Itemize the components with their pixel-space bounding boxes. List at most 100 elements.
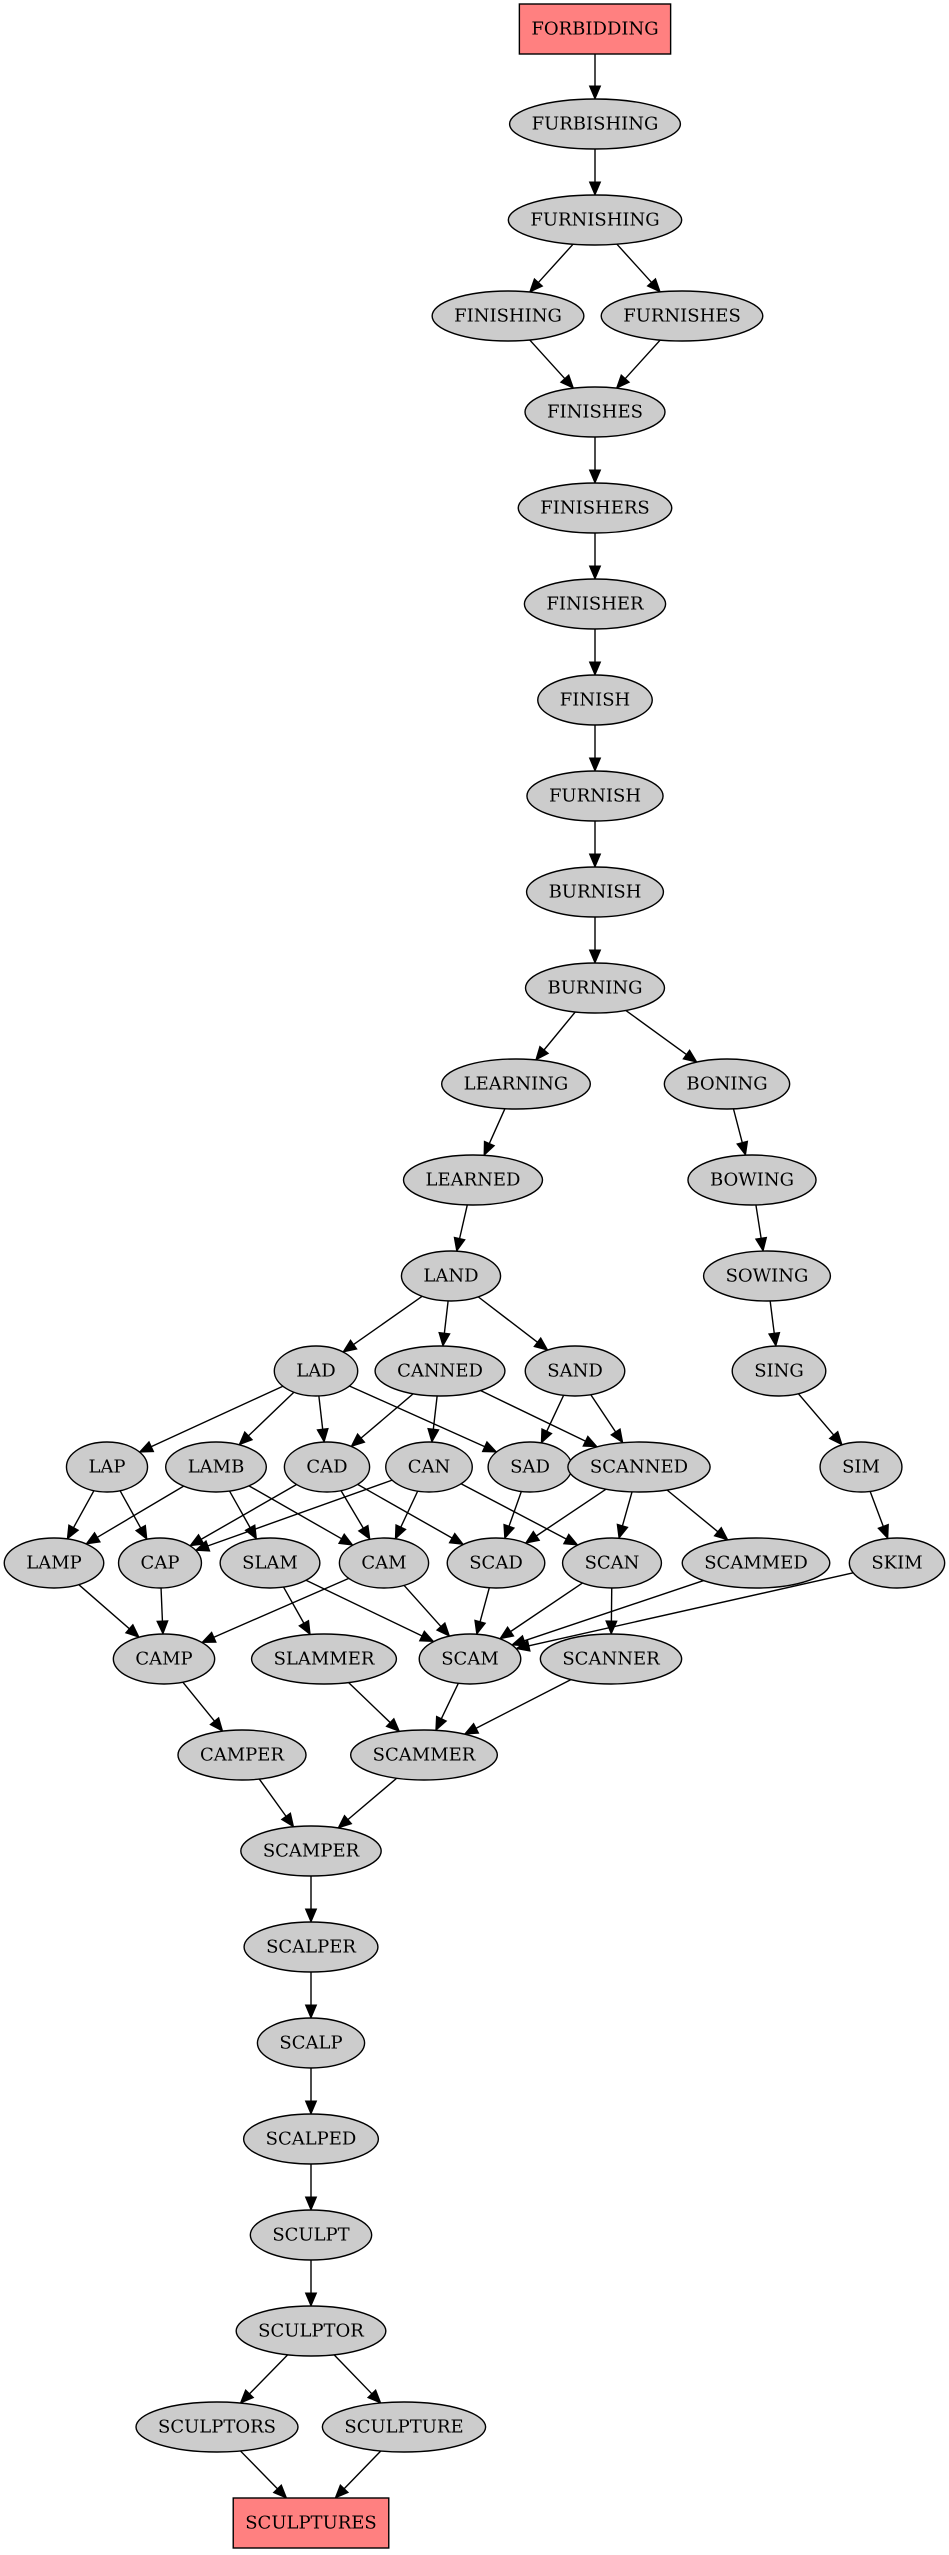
arrowhead-icon [427,1427,440,1444]
edge-forbidding-to-furbishing [588,54,602,101]
node-burnish: BURNISH [525,866,665,918]
node-label: CAMP [135,1649,192,1670]
edge-furbishing-to-furnishing [588,149,602,197]
arrowhead-icon [615,374,631,390]
node-finishers: FINISHERS [517,482,673,534]
edge-cad-to-cap [188,1483,297,1547]
edge-line [537,243,574,283]
node-scanner: SCANNER [539,1633,683,1685]
edge-line [546,1395,565,1432]
edge-furnish-to-burnish [588,821,602,869]
node-sculpture: SCULPTURE [321,2401,487,2453]
node-furnishes: FURNISHES [600,290,764,342]
node-ellipse [687,1154,817,1206]
edge-lamb-to-slam [228,1490,258,1541]
node-ellipse [524,962,666,1014]
edge-line [349,1385,485,1448]
edge-lad-to-cad [316,1395,329,1444]
edge-line [200,1483,297,1540]
edge-cad-to-scad [357,1483,465,1546]
edge-scanned-to-scad [524,1488,607,1544]
edge-line [432,1395,438,1430]
edge-sculptor-to-sculpture [333,2354,382,2404]
node-label: LAMP [26,1553,82,1574]
arrowhead-icon [418,1630,435,1643]
arrowhead-icon [588,661,602,677]
edge-lap-to-cap [119,1490,148,1541]
node-label: SCANNED [590,1457,688,1478]
node-label: BONING [686,1074,767,1095]
arrowhead-icon [559,374,575,390]
node-ellipse [523,578,667,630]
edge-cam-to-camp [200,1577,350,1643]
arrowhead-icon [562,1533,579,1546]
edge-furnishing-to-furnishes [616,243,662,293]
arrowhead-icon [341,1339,358,1353]
edge-line [348,1682,391,1723]
node-label: SCAN [585,1553,640,1574]
node-ellipse [219,1537,321,1589]
edge-scammer-to-scamper [337,1777,398,1829]
node-label: SIM [842,1457,880,1478]
node-label: LAP [88,1457,125,1478]
arrowhead-icon [438,1331,451,1348]
node-cam: CAM [338,1537,430,1589]
edge-line [480,1389,586,1442]
edge-line [357,1483,453,1539]
node-finishes: FINISHES [524,386,666,438]
edge-line [755,1204,762,1239]
edge-line [249,2354,289,2395]
edge-sing-to-sim [797,1393,843,1446]
edge-line [151,1385,284,1448]
node-land: LAND [400,1250,502,1302]
node-learning: LEARNING [440,1058,592,1110]
node-ellipse [273,1345,359,1397]
arrowhead-icon [298,1619,311,1636]
node-label: FURBISHING [532,114,659,135]
arrowhead-icon [588,853,602,869]
arrowhead-icon [304,2196,318,2212]
edge-scalped-to-sculpt [304,2164,318,2212]
arrowhead-icon [767,1331,781,1348]
node-camp: CAMP [112,1633,216,1685]
arrowhead-icon [588,949,602,965]
node-furbishing: FURBISHING [508,98,682,150]
edge-line [360,1393,414,1439]
arrowhead-icon [877,1523,889,1540]
node-label: CAN [408,1457,451,1478]
edge-skim-to-scam [514,1572,854,1652]
edge-scalp-to-scalped [304,2068,318,2116]
node-ellipse [524,1345,626,1397]
node-lamb: LAMB [164,1441,268,1493]
arrowhead-icon [238,1430,254,1446]
edge-sand-to-sad [540,1395,565,1445]
edge-line [869,1491,884,1527]
arrowhead-icon [483,1140,496,1157]
arrowhead-icon [394,1523,407,1540]
edge-line [239,2450,278,2490]
node-ellipse [517,482,673,534]
edge-cad-to-cam [340,1490,371,1541]
node-cap: CAP [117,1537,203,1589]
arrowhead-icon [304,1908,318,1924]
node-sculptor: SCULPTOR [235,2305,387,2357]
node-ellipse [283,1441,371,1493]
edge-line [488,1108,506,1144]
node-label: SCAD [469,1553,523,1574]
node-ellipse [600,290,764,342]
arrowhead-icon [209,1716,224,1733]
edge-line [97,1485,185,1538]
node-ellipse [446,1537,546,1589]
node-scamper: SCAMPER [240,1825,382,1877]
edge-finish-to-furnish [588,725,602,773]
edge-lap-to-lamp [66,1490,95,1541]
node-finish: FINISH [537,674,653,726]
node-scammer: SCAMMER [349,1729,499,1781]
node-ellipse [525,866,665,918]
edge-line [160,1587,164,1622]
node-label: SAND [547,1361,603,1382]
edge-line [248,1485,342,1540]
node-ellipse [65,1441,149,1493]
node-label: FURNISHING [530,210,659,231]
